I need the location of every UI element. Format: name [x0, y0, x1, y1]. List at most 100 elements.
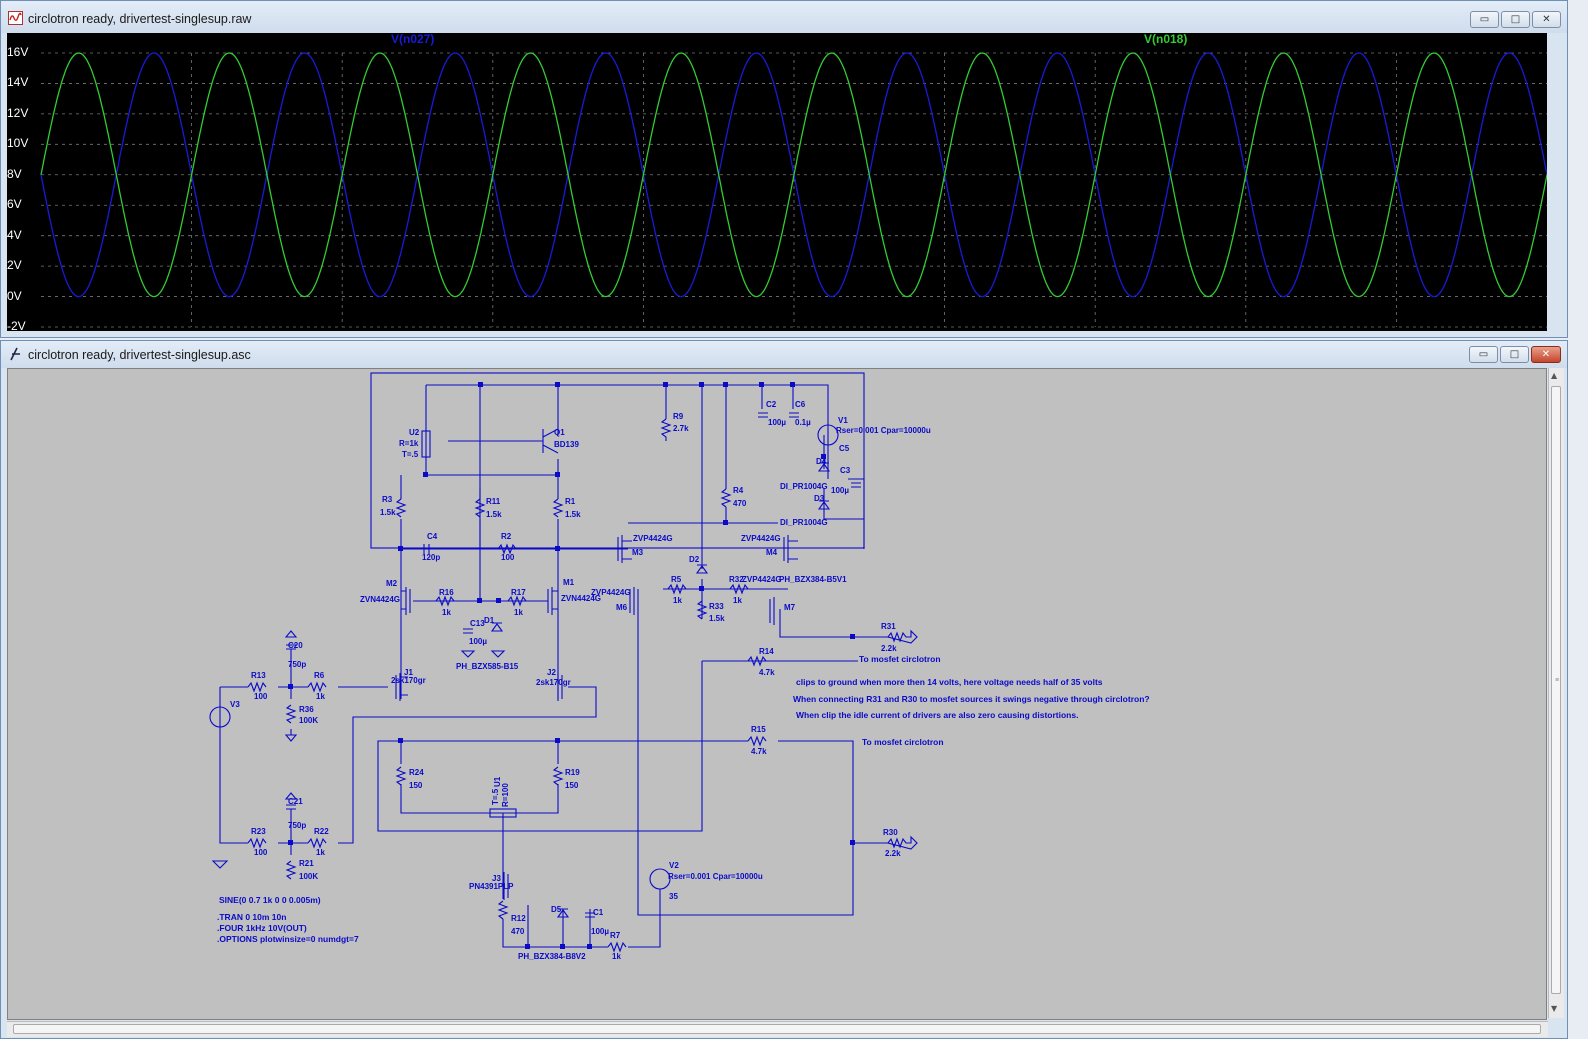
schematic-titlebar[interactable]: circlotron ready, drivertest-singlesup.a…: [1, 341, 1567, 368]
value-C2: 100µ: [768, 418, 786, 427]
y-tick-label: 0V: [7, 288, 22, 303]
label-R33: R33: [709, 602, 724, 611]
value-R31: 2.2k: [881, 644, 897, 653]
value-R23: 100: [254, 848, 268, 857]
schematic-canvas[interactable]: U2 R=1k T=.5 Q1 BD139 R9 2.7k C2 100µ C6…: [7, 368, 1547, 1020]
label-R16: R16: [439, 588, 454, 597]
restore-icon: □: [1510, 14, 1521, 25]
label-C1: C1: [593, 908, 604, 917]
label-R19: R19: [565, 768, 580, 777]
restore-button[interactable]: □: [1500, 346, 1529, 363]
label-R14: R14: [759, 647, 774, 656]
trace-label-v-n018[interactable]: V(n018): [1144, 32, 1188, 46]
label-R9: R9: [673, 412, 684, 421]
value-R32: 1k: [733, 596, 742, 605]
y-tick-label: 4V: [7, 227, 22, 242]
label-R13: R13: [251, 671, 266, 680]
label-C4: C4: [427, 532, 438, 541]
minimize-button[interactable]: ▭: [1470, 11, 1499, 28]
label-R32: R32: [729, 575, 744, 584]
grip-icon: ≡: [1555, 677, 1560, 684]
label-R36: R36: [299, 705, 314, 714]
value-C13: 100µ: [469, 637, 487, 646]
value-C6: 0.1µ: [795, 418, 811, 427]
value-J3: PN4391PLP: [469, 882, 514, 891]
value-J1: 2sk170gr: [391, 676, 426, 685]
value-R2: 100: [501, 553, 515, 562]
label-R23: R23: [251, 827, 266, 836]
close-button[interactable]: ✕: [1531, 346, 1561, 363]
value-R11: 1.5k: [486, 510, 502, 519]
label-R7: R7: [610, 931, 621, 940]
value-R36: 100K: [299, 716, 318, 725]
plot-window-title: circlotron ready, drivertest-singlesup.r…: [28, 12, 252, 26]
plot-titlebar[interactable]: circlotron ready, drivertest-singlesup.r…: [1, 1, 1567, 33]
label-R17: R17: [511, 588, 526, 597]
scroll-thumb[interactable]: ≡: [1551, 386, 1561, 994]
value-M2: ZVN4424G: [360, 595, 400, 604]
value-R33: 1.5k: [709, 614, 725, 623]
y-tick-label: 14V: [7, 75, 29, 90]
label-R22: R22: [314, 827, 329, 836]
value-M1: ZVN4424G: [561, 594, 601, 603]
minimize-button[interactable]: ▭: [1469, 346, 1498, 363]
value-R12: 470: [511, 927, 525, 936]
scroll-up-icon[interactable]: ▲: [1551, 371, 1558, 380]
label-U2: U2: [409, 428, 420, 437]
close-icon: ✕: [1542, 14, 1551, 25]
close-button-disabled[interactable]: ✕: [1532, 11, 1561, 28]
label-R4: R4: [733, 486, 744, 495]
scroll-down-icon[interactable]: ▼: [1551, 1004, 1558, 1013]
restore-icon: □: [1509, 349, 1520, 360]
schematic-window[interactable]: circlotron ready, drivertest-singlesup.a…: [0, 340, 1568, 1039]
label-M6: M6: [616, 603, 628, 612]
y-tick-label: 8V: [7, 166, 22, 181]
value-R5: 1k: [673, 596, 682, 605]
value-C21: 750p: [288, 821, 306, 830]
note-connecting: When connecting R31 and R30 to mosfet so…: [793, 694, 1150, 704]
label-V2: V2: [669, 861, 679, 870]
waveform-viewer-icon: [8, 11, 23, 25]
horizontal-scrollbar[interactable]: [7, 1021, 1548, 1037]
label-M7: M7: [784, 603, 796, 612]
value-V1: Rser=0.001 Cpar=10000u: [836, 426, 931, 435]
value-R15: 4.7k: [751, 747, 767, 756]
label-D4: D4: [816, 457, 827, 466]
value-R7: 1k: [612, 952, 621, 961]
value-U1: R=100: [501, 783, 510, 807]
trace-label-v-n027[interactable]: V(n027): [391, 32, 435, 46]
value-D4: DI_PR1004G: [780, 482, 828, 491]
waveform-window[interactable]: circlotron ready, drivertest-singlesup.r…: [0, 0, 1568, 338]
value-R6: 1k: [316, 692, 325, 701]
minimize-icon: ▭: [1478, 349, 1489, 360]
value-C4: 120p: [422, 553, 440, 562]
note-clips: clips to ground when more then 14 volts,…: [796, 677, 1103, 687]
label-M4: M4: [766, 548, 778, 557]
value-D5: PH_BZX384-B8V2: [518, 952, 586, 961]
note-idle-current: When clip the idle current of drivers ar…: [796, 710, 1078, 720]
close-icon: ✕: [1541, 349, 1551, 360]
directive-options: .OPTIONS plotwinsize=0 numdgt=7: [217, 934, 359, 944]
value-R30: 2.2k: [885, 849, 901, 858]
label-R3: R3: [382, 495, 393, 504]
trace-vn018: [40, 52, 1547, 298]
value-D1: PH_BZX585-B15: [456, 662, 519, 671]
label-R5: R5: [671, 575, 682, 584]
value-J2: 2sk170gr: [536, 678, 571, 687]
value-M7: ZVP4424G: [742, 575, 782, 584]
label-R15: R15: [751, 725, 766, 734]
value-R14: 4.7k: [759, 668, 775, 677]
restore-button[interactable]: □: [1501, 11, 1530, 28]
label-V3: V3: [230, 700, 240, 709]
value-R4: 470: [733, 499, 747, 508]
directive-four: .FOUR 1kHz 10V(OUT): [217, 923, 307, 933]
y-tick-label: 2V: [7, 258, 22, 273]
vertical-scrollbar[interactable]: ▲ ≡ ▼: [1548, 368, 1564, 1018]
value-D2: PH_BZX384-B5V1: [779, 575, 847, 584]
waveform-plot[interactable]: [7, 33, 1547, 331]
directive-tran: .TRAN 0 10m 10n: [217, 912, 286, 922]
scroll-thumb-horizontal[interactable]: [13, 1024, 1541, 1034]
schematic-drawing[interactable]: U2 R=1k T=.5 Q1 BD139 R9 2.7k C2 100µ C6…: [8, 369, 1547, 1020]
value-Q1: BD139: [554, 440, 579, 449]
